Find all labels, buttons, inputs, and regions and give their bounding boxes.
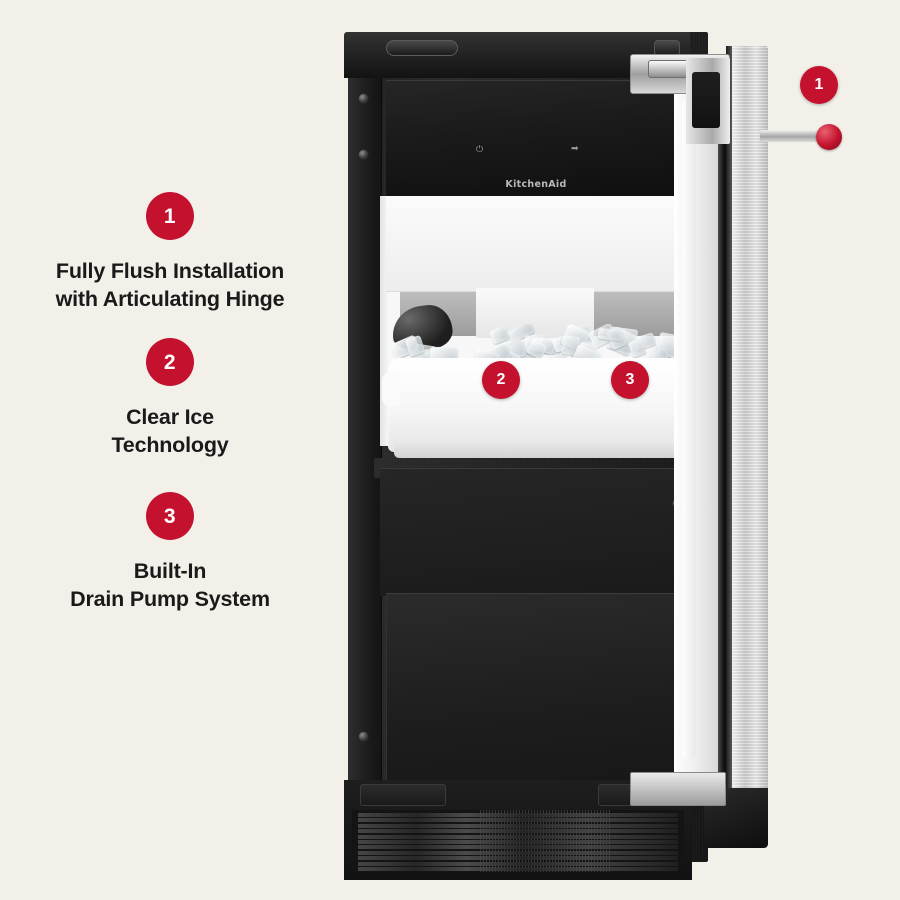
feature-item-2: 2 Clear Ice Technology [0, 338, 340, 459]
hinge-bottom-bracket [630, 772, 726, 806]
door-inner-liner [674, 88, 720, 778]
lower-cabinet-panel [380, 468, 698, 596]
product-image: ⏻ ➡ KitchenAid [330, 10, 890, 890]
grille-slat [358, 845, 678, 850]
screw-icon [359, 94, 368, 103]
cabinet-left-rail [348, 32, 382, 862]
ice-bin [388, 360, 698, 452]
ice-bin-base [394, 442, 692, 458]
feature-label-2: Clear Ice Technology [111, 405, 229, 457]
upper-compartment [386, 196, 692, 292]
hinge-block [692, 72, 720, 128]
grille-slat [358, 840, 678, 844]
grille-slat [358, 856, 678, 861]
screw-icon [359, 732, 368, 741]
door-inner-rib [682, 100, 696, 760]
photo-callout-3: 3 [611, 361, 649, 399]
feature-item-1: 1 Fully Flush Installation with Articula… [0, 192, 340, 313]
brand-logo: KitchenAid [505, 179, 567, 190]
control-panel: ⏻ ➡ KitchenAid [386, 80, 686, 198]
door-gasket [718, 84, 728, 790]
power-icon[interactable]: ⏻ [476, 144, 484, 154]
feature-list: 1 Fully Flush Installation with Articula… [0, 0, 340, 900]
grille-slat [358, 867, 678, 871]
brushed-steel-texture [726, 46, 768, 846]
bin-handle-left[interactable] [382, 372, 400, 406]
feature-label-3: Built-In Drain Pump System [70, 559, 270, 611]
grille-slat [358, 861, 678, 866]
lower-cabinet-panel-2 [386, 593, 698, 793]
ventilation-grille [352, 810, 684, 872]
liner-left-wall [380, 196, 390, 446]
handle-knob[interactable] [816, 124, 842, 150]
top-recess-slot [386, 40, 458, 56]
grille-slat [358, 813, 678, 817]
arrow-icon: ➡ [571, 143, 579, 153]
screw-icon [359, 150, 368, 159]
grille-slat [358, 829, 678, 834]
grille-slat [358, 850, 678, 855]
grille-slat [358, 823, 678, 828]
feature-badge-3: 3 [146, 492, 194, 540]
feature-item-3: 3 Built-In Drain Pump System [0, 492, 340, 613]
door-edge-trim [726, 46, 732, 846]
grille-slat [358, 818, 678, 823]
photo-callout-2: 2 [482, 361, 520, 399]
door-outer-panel[interactable] [726, 46, 768, 846]
feature-badge-1: 1 [146, 192, 194, 240]
plinth-tab-left [360, 784, 446, 806]
feature-badge-2: 2 [146, 338, 194, 386]
grille-slat [358, 834, 678, 839]
feature-label-1: Fully Flush Installation with Articulati… [55, 259, 285, 311]
handle-bar[interactable] [760, 130, 828, 142]
photo-callout-1: 1 [800, 66, 838, 104]
